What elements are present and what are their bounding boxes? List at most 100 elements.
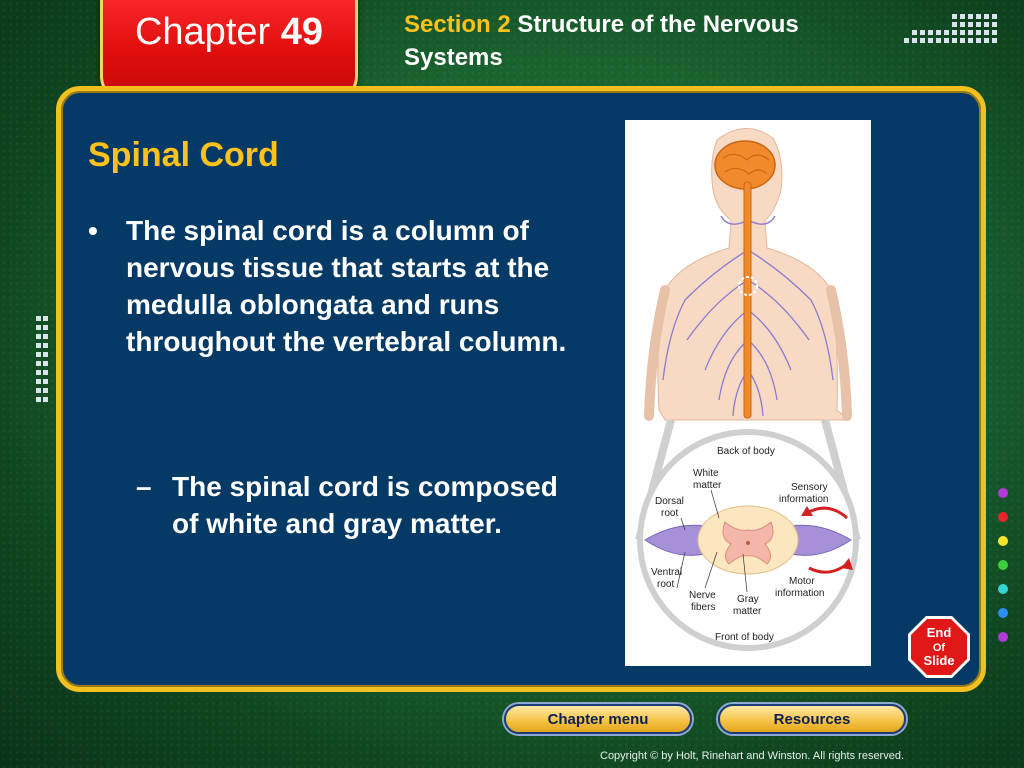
subbullet-mark: – [136, 471, 152, 502]
stop-sign-icon: End Of Slide [908, 616, 970, 678]
grid-dot [968, 14, 973, 19]
end-of-slide-button[interactable]: End Of Slide [906, 614, 972, 680]
chapter-number: 49 [280, 11, 324, 53]
label-gray-matter-1: Gray [737, 594, 759, 605]
bullet-mark: • [88, 215, 98, 246]
label-ventral-root-2: root [657, 579, 674, 590]
decorative-dot-grid-left [36, 316, 48, 402]
stop-line-3: Slide [923, 653, 954, 668]
grid-dot [36, 352, 41, 357]
grid-dot [960, 38, 965, 43]
chapter-menu-button[interactable]: Chapter menu [504, 704, 692, 734]
grid-dot [952, 14, 957, 19]
grid-dot [43, 361, 48, 366]
grid-dot [976, 38, 981, 43]
grid-dot [952, 30, 957, 35]
side-dot [998, 512, 1008, 522]
grid-dot [944, 30, 949, 35]
grid-dot [936, 30, 941, 35]
magnifier-marker [738, 276, 758, 296]
grid-dot [36, 379, 41, 384]
decorative-dot-grid-top [904, 14, 997, 43]
grid-dot [984, 38, 989, 43]
grid-dot [43, 316, 48, 321]
grid-dot [36, 397, 41, 402]
stop-line-1: End [927, 625, 952, 640]
grid-dot [944, 38, 949, 43]
label-white-matter-2: matter [693, 480, 722, 491]
grid-dot [912, 30, 917, 35]
resources-button[interactable]: Resources [718, 704, 906, 734]
section-title: Structure of the Nervous Systems [404, 11, 799, 71]
right-arm [826, 285, 852, 421]
grid-dot [976, 30, 981, 35]
body-silhouette [657, 128, 851, 421]
illustration-svg: Back of body White matter Dorsal root Se… [635, 128, 861, 651]
bullet-text: The spinal cord is a column of nervous t… [126, 215, 567, 357]
stop-line-2: Of [933, 642, 946, 654]
grid-dot [43, 388, 48, 393]
slide-title: Spinal Cord [88, 136, 279, 174]
side-dot [998, 536, 1008, 546]
grid-dot [936, 38, 941, 43]
label-front-of-body: Front of body [715, 632, 774, 643]
grid-dot [43, 352, 48, 357]
grid-dot [928, 30, 933, 35]
grid-dot [36, 316, 41, 321]
grid-dot [968, 38, 973, 43]
chapter-label: Chapter 49 [103, 11, 355, 54]
label-nerve-fibers-1: Nerve [689, 590, 716, 601]
grid-dot [928, 38, 933, 43]
side-dot [998, 488, 1008, 498]
side-dot [998, 584, 1008, 594]
grid-dot [36, 388, 41, 393]
grid-dot [960, 30, 965, 35]
copyright-text: Copyright © by Holt, Rinehart and Winsto… [600, 750, 905, 762]
grid-dot [43, 379, 48, 384]
grid-dot [976, 22, 981, 27]
label-motor-2: information [775, 588, 824, 599]
grid-dot [43, 343, 48, 348]
label-dorsal-root-2: root [661, 508, 678, 519]
grid-dot [992, 30, 997, 35]
grid-dot [36, 343, 41, 348]
grid-dot [36, 361, 41, 366]
grid-dot [43, 370, 48, 375]
side-dot [998, 560, 1008, 570]
side-dot [998, 608, 1008, 618]
label-sensory-1: Sensory [791, 482, 828, 493]
spinal-cord [743, 181, 752, 419]
label-ventral-root-1: Ventral [651, 567, 682, 578]
grid-dot [968, 30, 973, 35]
section-heading: Section 2 Structure of the Nervous Syste… [404, 8, 904, 74]
grid-dot [976, 14, 981, 19]
grid-dot [952, 22, 957, 27]
subbullet-item: – The spinal cord is composed of white a… [136, 468, 576, 542]
label-white-matter-1: White [693, 468, 719, 479]
grid-dot [36, 370, 41, 375]
grid-dot [984, 22, 989, 27]
chapter-word: Chapter [134, 11, 271, 53]
label-back-of-body: Back of body [717, 446, 775, 457]
label-gray-matter-2: matter [733, 606, 762, 617]
bullet-item: • The spinal cord is a column of nervous… [88, 212, 568, 360]
grid-dot [984, 30, 989, 35]
grid-dot [952, 38, 957, 43]
label-dorsal-root-1: Dorsal [655, 496, 684, 507]
grid-dot [920, 38, 925, 43]
grid-dot [992, 22, 997, 27]
section-label: Section 2 [404, 11, 511, 38]
brain [714, 140, 776, 190]
left-arm [644, 285, 670, 421]
grid-dot [984, 14, 989, 19]
sensory-arrow [808, 506, 848, 520]
label-sensory-2: information [779, 494, 828, 505]
chapter-tab: Chapter 49 [100, 0, 358, 102]
grid-dot [960, 22, 965, 27]
grid-dot [992, 14, 997, 19]
grid-dot [960, 14, 965, 19]
grid-dot [920, 30, 925, 35]
nervous-system-illustration: Back of body White matter Dorsal root Se… [625, 120, 871, 666]
grid-dot [43, 325, 48, 330]
subbullet-text: The spinal cord is composed of white and… [172, 471, 558, 539]
